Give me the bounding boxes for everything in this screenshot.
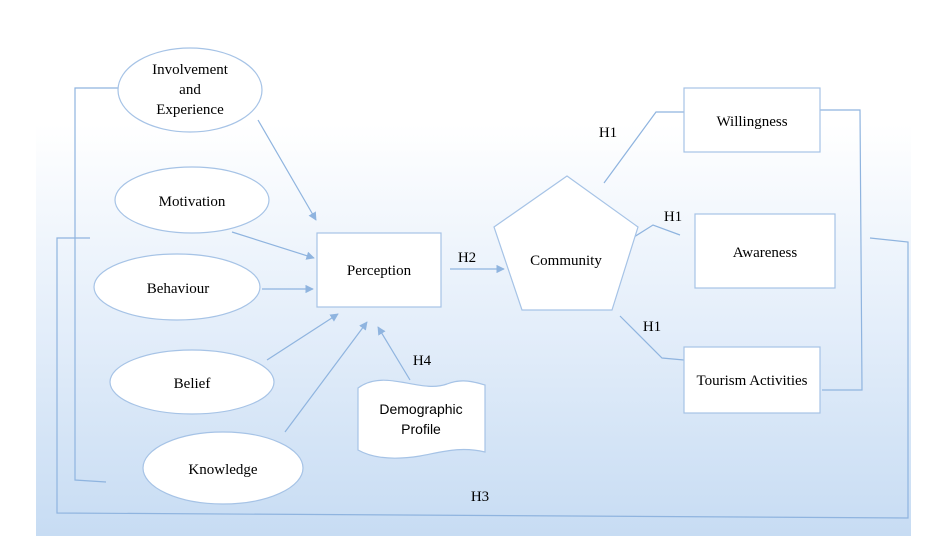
arrow-belief-perception [266, 313, 339, 361]
belief-label: Belief [174, 376, 211, 392]
node-demographic-profile [357, 379, 486, 459]
hypothesis-h4: H4 [413, 353, 432, 369]
demographic-line-2: Profile [401, 421, 441, 437]
arrow-involvement-perception [257, 119, 317, 221]
involvement-line-2: and [179, 82, 201, 98]
behaviour-label: Behaviour [147, 281, 209, 297]
arrow-demographic-perception [377, 326, 411, 381]
node-perception [316, 232, 442, 308]
awareness-label: Awareness [733, 245, 798, 261]
willingness-label: Willingness [716, 114, 787, 130]
tourism-activities-label: Tourism Activities [696, 373, 807, 389]
demographic-line-1: Demographic [379, 401, 462, 417]
node-behaviour [93, 253, 261, 321]
hypothesis-h1-willingness: H1 [599, 125, 617, 141]
involvement-line-1: Involvement [152, 62, 229, 78]
node-community [493, 175, 639, 311]
link-community-willingness [603, 111, 684, 184]
node-willingness [683, 87, 821, 153]
hypothesis-h3: H3 [471, 489, 489, 505]
arrow-knowledge-perception [284, 321, 368, 433]
node-tourism-activities [683, 346, 821, 414]
left-bracket-inner [74, 87, 118, 483]
hypothesis-h2: H2 [458, 250, 476, 266]
arrow-motivation-perception [231, 231, 315, 260]
node-involvement-experience [117, 47, 263, 133]
h3-feedback-line [56, 237, 909, 519]
node-awareness [694, 213, 836, 289]
knowledge-label: Knowledge [188, 462, 257, 478]
community-label: Community [530, 253, 602, 269]
link-community-awareness [633, 224, 681, 238]
hypothesis-h1-awareness: H1 [664, 209, 682, 225]
link-community-tourism [619, 315, 685, 361]
hypothesis-h1-tourism: H1 [643, 319, 661, 335]
perception-label: Perception [347, 263, 412, 279]
motivation-label: Motivation [159, 194, 226, 210]
node-knowledge [142, 431, 304, 505]
node-belief [109, 349, 275, 415]
involvement-line-3: Experience [156, 102, 224, 118]
outcomes-bracket [820, 109, 863, 391]
node-motivation [114, 166, 270, 234]
